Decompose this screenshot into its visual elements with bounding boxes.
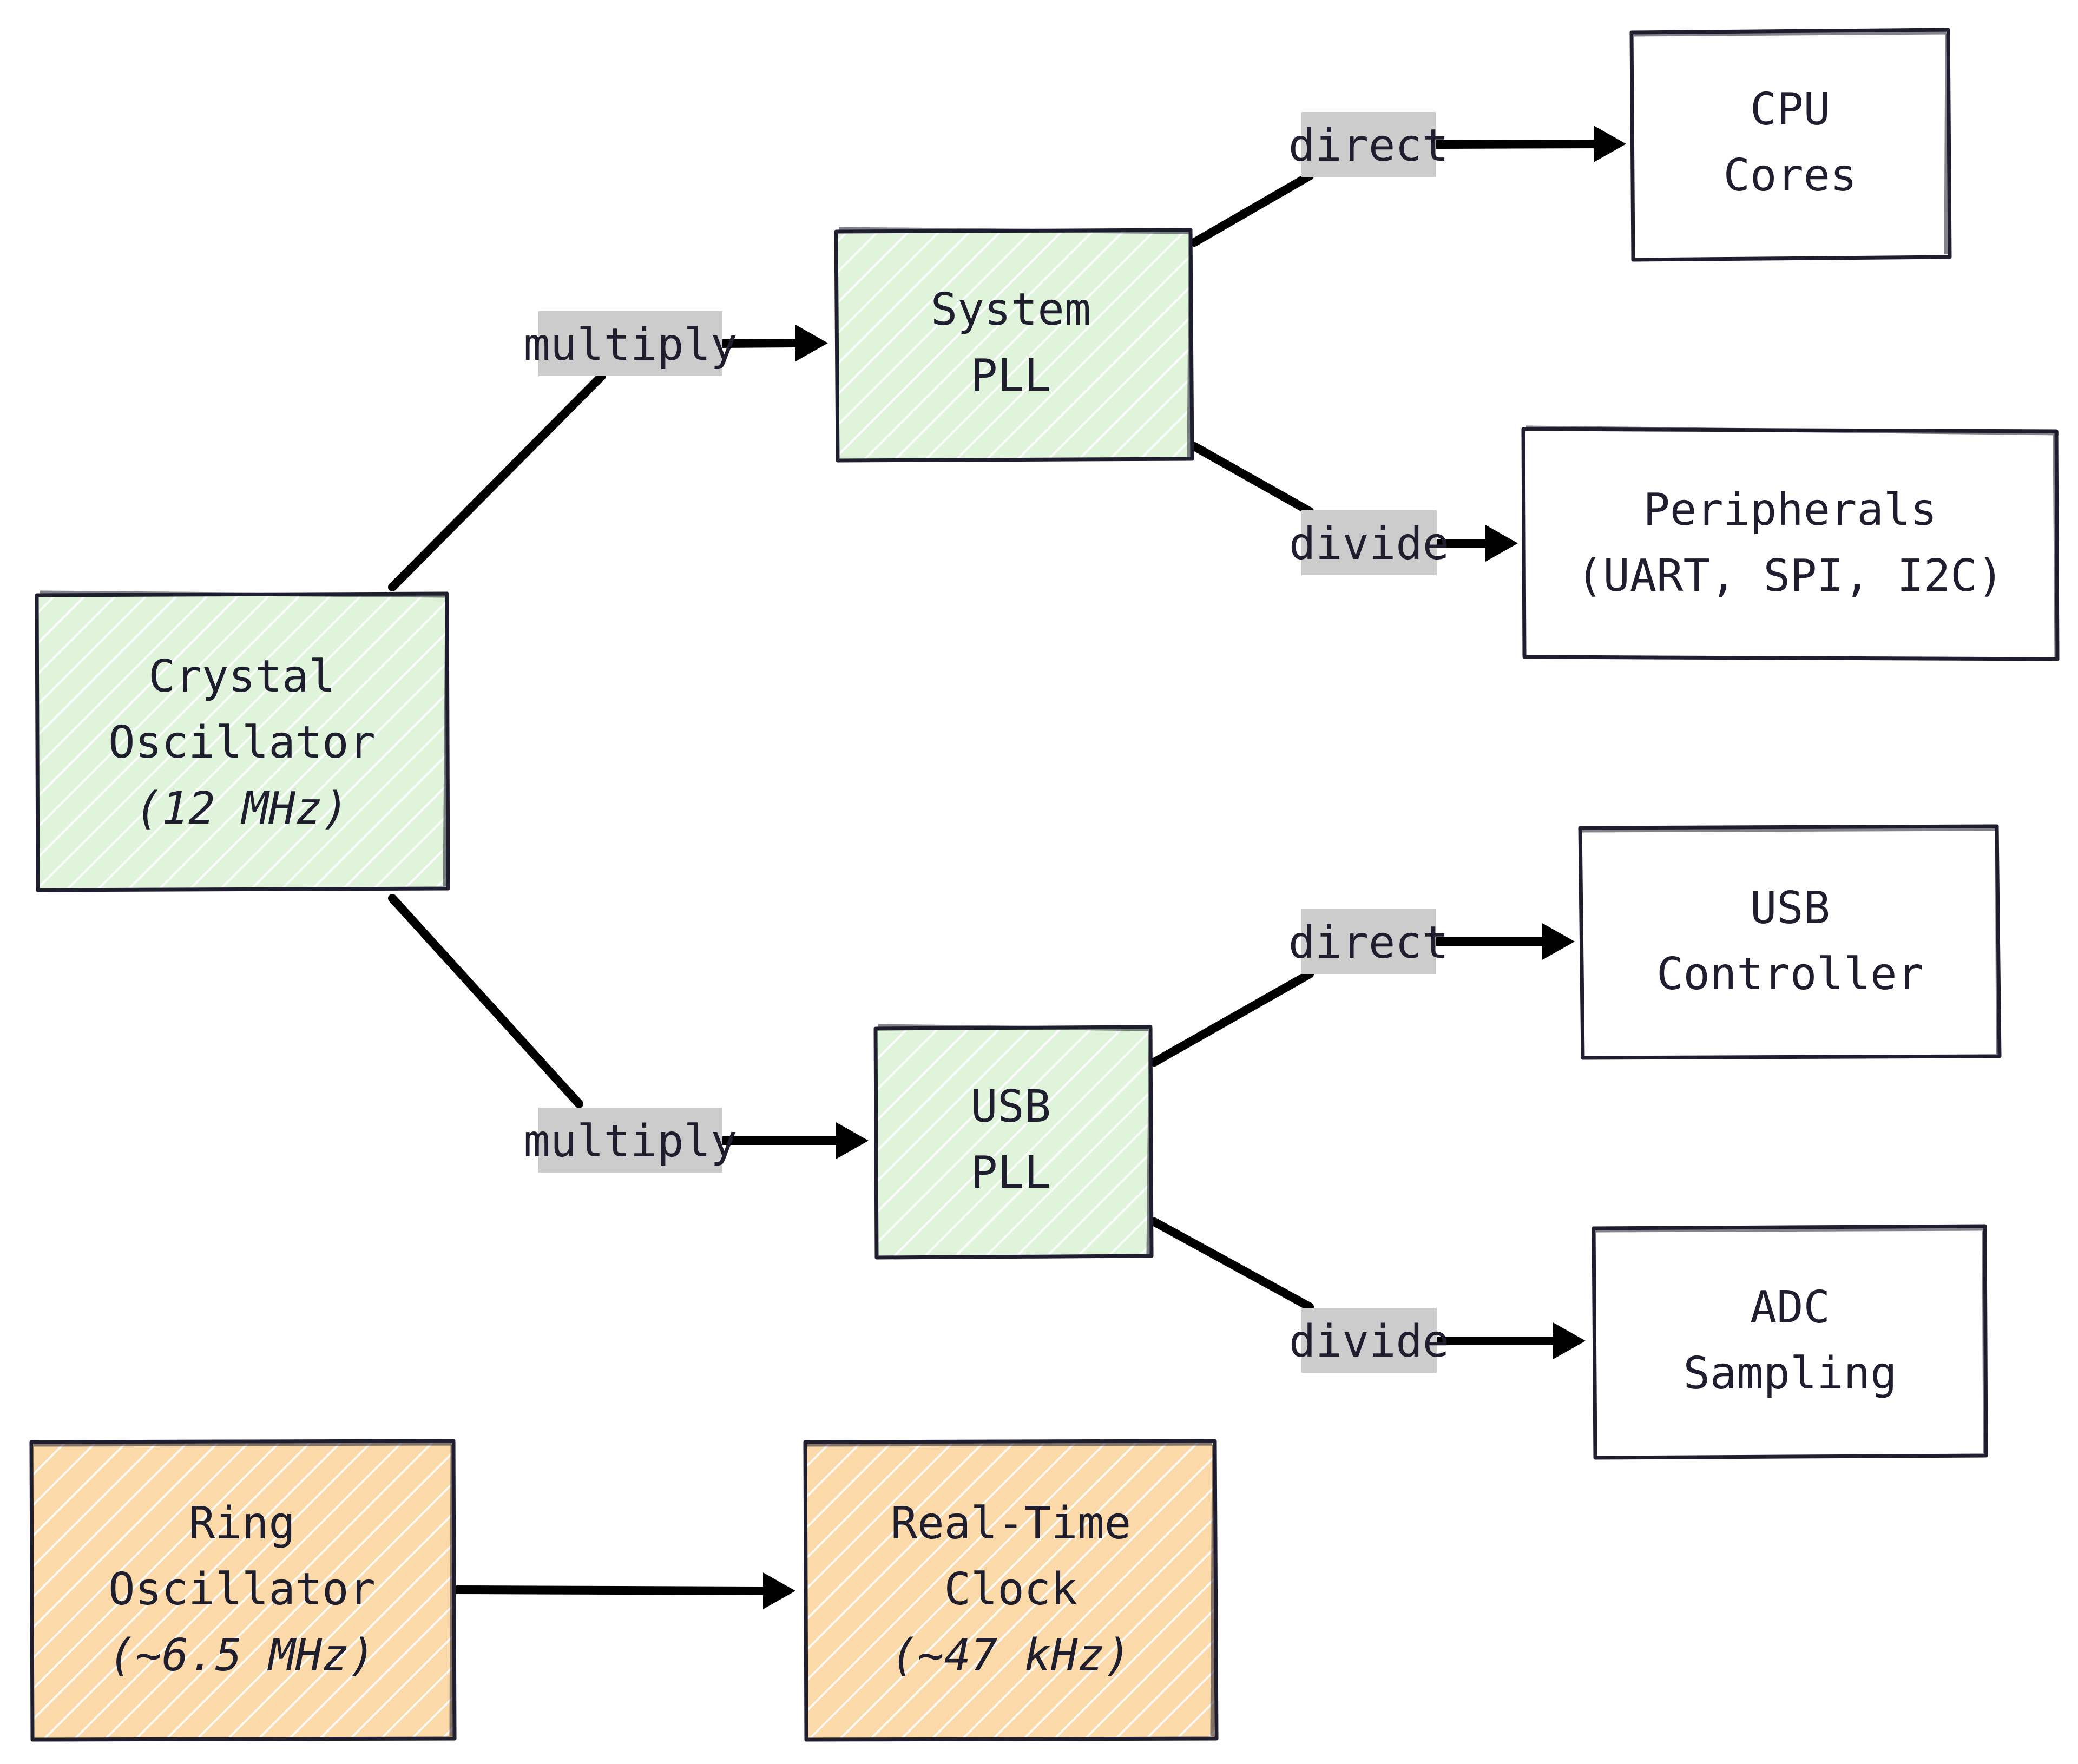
edge-ring-to-rtc — [453, 1572, 795, 1609]
node-label-line: (UART, SPI, I2C) — [1576, 550, 2004, 602]
edge-label-divide: divide — [1289, 518, 1449, 570]
edge-usb-pll-to-usb-controller: direct — [1150, 909, 1575, 1067]
edge-crystal-to-system-pll: multiply — [388, 311, 828, 591]
node-label-frequency: (~47 kHz) — [891, 1630, 1131, 1681]
edge-crystal-to-usb-pll: multiply — [388, 894, 869, 1173]
node-label-line: USB — [971, 1081, 1051, 1133]
node-usb-pll: USB PLL — [873, 1024, 1154, 1260]
node-label-line: PLL — [971, 1147, 1051, 1199]
node-label-line: Sampling — [1684, 1348, 1897, 1399]
node-label-line: Ring — [188, 1498, 295, 1549]
node-label-line: Controller — [1656, 949, 1924, 1000]
edge-system-pll-to-cpu: direct — [1190, 112, 1626, 247]
edge-label-bg — [538, 1108, 722, 1173]
node-label-line: ADC — [1750, 1282, 1830, 1333]
node-label-frequency: (~6.5 MHz) — [108, 1630, 376, 1681]
edge-system-pll-to-peripherals: divide — [1190, 442, 1518, 575]
edge-label-multiply: multiply — [524, 319, 738, 371]
node-label-line: USB — [1750, 883, 1830, 934]
edge-label-bg — [538, 311, 722, 376]
node-adc-sampling: ADC Sampling — [1592, 1224, 1988, 1460]
node-label-line: System — [931, 284, 1091, 335]
edge-label-direct: direct — [1288, 120, 1449, 172]
node-label-line: Oscillator — [108, 1564, 376, 1615]
node-label-line: Crystal — [148, 651, 336, 702]
node-label-line: Cores — [1724, 150, 1857, 201]
node-real-time-clock: Real-Time Clock (~47 kHz) — [803, 1439, 1219, 1742]
edge-label-bg — [1301, 112, 1436, 177]
node-ring-oscillator: Ring Oscillator (~6.5 MHz) — [29, 1439, 457, 1742]
edge-label-divide: divide — [1289, 1316, 1449, 1367]
node-system-pll: System PLL — [834, 227, 1194, 463]
node-label-frequency: (12 MHz) — [135, 783, 349, 834]
node-usb-controller: USB Controller — [1578, 824, 2002, 1060]
node-label-line: Real-Time — [891, 1498, 1131, 1549]
edge-label-direct: direct — [1288, 917, 1449, 969]
edge-label-bg — [1301, 909, 1436, 974]
edge-label-bg — [1301, 1308, 1437, 1373]
edge-label-bg — [1301, 510, 1437, 575]
node-peripherals: Peripherals (UART, SPI, I2C) — [1521, 425, 2060, 661]
node-label-line: CPU — [1750, 84, 1830, 135]
node-cpu-cores: CPU Cores — [1629, 28, 1952, 262]
node-label-line: Oscillator — [108, 717, 376, 768]
node-label-line: PLL — [971, 350, 1051, 401]
node-crystal-oscillator: Crystal Oscillator (12 MHz) — [35, 590, 450, 892]
edge-usb-pll-to-adc: divide — [1150, 1217, 1586, 1373]
node-label-line: Clock — [944, 1564, 1078, 1615]
node-label-line: Peripherals — [1643, 484, 1937, 536]
edge-label-multiply: multiply — [524, 1116, 738, 1167]
